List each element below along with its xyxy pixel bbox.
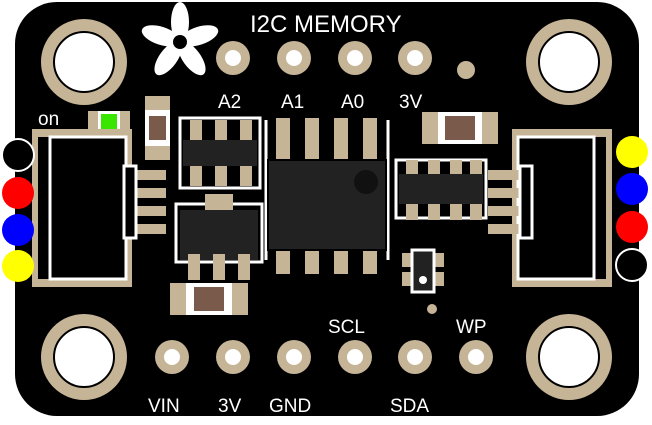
label-scl: SCL (328, 317, 365, 338)
pad-scl (338, 340, 372, 374)
chip-right (394, 158, 488, 220)
label-gnd: GND (269, 396, 312, 417)
wire-dot-yellow (2, 250, 34, 282)
wire-dot-blue (2, 214, 34, 246)
wire-dot-black (615, 248, 649, 282)
resistor-vertical (145, 96, 170, 160)
label-vin: VIN (148, 396, 180, 417)
wire-dot-blue (616, 173, 648, 205)
pad-vin (155, 340, 189, 374)
pad-3v-bottom (216, 340, 250, 374)
mounting-hole-top-left (39, 17, 129, 107)
left-wire-dots (1, 138, 35, 282)
label-wp: WP (456, 317, 487, 338)
board-title: I2C MEMORY (250, 11, 402, 38)
chip-small (402, 248, 444, 294)
small-via (427, 304, 437, 314)
mounting-hole-top-right (524, 17, 614, 107)
pad-wp (459, 340, 493, 374)
pad-a0 (338, 41, 372, 75)
chip-regulator (174, 194, 264, 280)
flower-logo-icon (141, 2, 219, 76)
connector-left (32, 129, 166, 287)
bottom-header-pads (155, 304, 493, 374)
pad-a2 (216, 41, 250, 75)
chip-memory (264, 118, 390, 274)
mounting-holes (39, 17, 614, 402)
wire-dot-red (2, 177, 34, 209)
pad-a1 (277, 41, 311, 75)
mounting-hole-bottom-left (39, 312, 129, 402)
connector-right (488, 129, 612, 287)
chip-upper-left (178, 116, 262, 190)
fiducial-pad (457, 61, 475, 79)
wire-dot-red (616, 211, 648, 243)
label-a0: A0 (341, 92, 365, 113)
mounting-hole-bottom-right (524, 312, 614, 402)
label-sda: SDA (390, 396, 430, 417)
pad-3v-top (398, 41, 432, 75)
right-wire-dots (615, 136, 649, 282)
resistor-top-right (422, 112, 498, 144)
wire-dot-black (1, 138, 35, 172)
power-led-label: on (38, 109, 60, 130)
resistor-bottom-left (170, 283, 248, 315)
top-header-pads (216, 41, 475, 79)
label-a2: A2 (218, 92, 242, 113)
wire-dot-yellow (616, 136, 648, 168)
pad-gnd (277, 340, 311, 374)
label-a1: A1 (281, 92, 305, 113)
label-3v-bottom: 3V (218, 396, 242, 417)
label-3v-top: 3V (399, 92, 423, 113)
pad-sda (398, 340, 432, 374)
